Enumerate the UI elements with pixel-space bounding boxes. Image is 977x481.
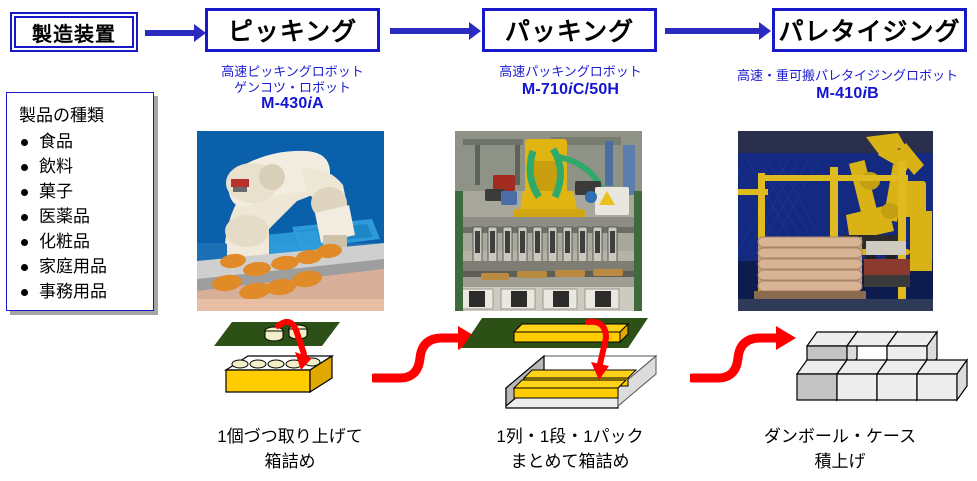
- caption-packing: 1列・1段・1パック まとめて箱詰め: [470, 424, 670, 474]
- robot-model-picking: M-430iA: [200, 96, 385, 112]
- robot-subtitle-packing-line1: 高速パッキングロボット: [499, 64, 642, 79]
- flow-arrow-2: [390, 22, 481, 40]
- caption-picking-line1: 1個づつ取り上げて: [217, 427, 363, 446]
- diagram-palletizing: [795, 330, 969, 402]
- robot-model-packing: M-710iC/50H: [478, 82, 663, 98]
- list-item: 菓子: [17, 179, 145, 204]
- photo-packing-robot: [455, 131, 642, 311]
- robot-subtitle-palletizing: 高速・重可搬パレタイジングロボット M-410iB: [720, 68, 975, 102]
- list-item: 化粧品: [17, 229, 145, 254]
- red-flow-arrow-2: [690, 326, 796, 383]
- model-suffix: C/50H: [572, 81, 620, 98]
- model-prefix: M-710: [521, 81, 569, 98]
- caption-packing-line1: 1列・1段・1パック: [496, 427, 644, 446]
- flow-arrow-1: [145, 24, 206, 42]
- diagram-packing: [462, 318, 658, 409]
- flow-arrow-3: [665, 22, 771, 40]
- robot-subtitle-picking: 高速ピッキングロボット ゲンコツ・ロボット M-430iA: [200, 64, 385, 112]
- model-suffix: A: [312, 95, 324, 112]
- caption-palletizing: ダンボール・ケース 積上げ: [740, 424, 940, 474]
- model-italic: i: [862, 85, 868, 102]
- caption-picking: 1個づつ取り上げて 箱詰め: [190, 424, 390, 474]
- model-italic: i: [307, 95, 313, 112]
- list-item: 医薬品: [17, 204, 145, 229]
- process-title-packing: パッキング: [504, 18, 635, 46]
- photo-packing-robot-graphic: [455, 131, 642, 311]
- robot-subtitle-picking-line1: 高速ピッキングロボット: [221, 64, 364, 79]
- model-italic: i: [568, 81, 573, 98]
- process-title-palletizing: パレタイジング: [778, 18, 961, 46]
- list-item: 家庭用品: [17, 254, 145, 279]
- caption-palletizing-line2: 積上げ: [814, 452, 866, 471]
- caption-palletizing-line1: ダンボール・ケース: [763, 427, 917, 446]
- red-flow-arrow-1: [372, 326, 478, 383]
- model-suffix: B: [867, 85, 879, 102]
- photo-picking-robot-graphic: [197, 131, 384, 311]
- photo-palletizing-robot-graphic: [738, 131, 933, 311]
- product-type-list-box: 製品の種類 食品 飲料 菓子 医薬品 化粧品 家庭用品 事務用品: [6, 92, 154, 311]
- product-type-list: 食品 飲料 菓子 医薬品 化粧品 家庭用品 事務用品: [17, 129, 145, 304]
- model-prefix: M-430: [261, 95, 308, 112]
- process-box-packing: パッキング: [482, 8, 657, 52]
- product-type-list-title: 製品の種類: [19, 106, 104, 125]
- diagram-picking: [214, 318, 340, 394]
- robot-model-palletizing: M-410iB: [720, 86, 975, 102]
- robot-subtitle-palletizing-line1: 高速・重可搬パレタイジングロボット: [736, 68, 958, 83]
- source-process-label: 製造装置: [32, 23, 116, 46]
- robot-subtitle-picking-line2: ゲンコツ・ロボット: [233, 80, 351, 95]
- process-box-palletizing: パレタイジング: [772, 8, 967, 52]
- caption-packing-line2: まとめて箱詰め: [510, 452, 630, 471]
- source-process-box: 製造装置: [10, 12, 138, 52]
- process-title-picking: ピッキング: [227, 18, 358, 46]
- model-prefix: M-410: [816, 85, 863, 102]
- robot-subtitle-packing: 高速パッキングロボット M-710iC/50H: [478, 64, 663, 98]
- list-item: 食品: [17, 129, 145, 154]
- list-item: 飲料: [17, 154, 145, 179]
- photo-picking-robot: [197, 131, 384, 311]
- process-box-picking: ピッキング: [205, 8, 380, 52]
- photo-palletizing-robot: [738, 131, 933, 311]
- caption-picking-line2: 箱詰め: [264, 452, 316, 471]
- list-item: 事務用品: [17, 279, 145, 304]
